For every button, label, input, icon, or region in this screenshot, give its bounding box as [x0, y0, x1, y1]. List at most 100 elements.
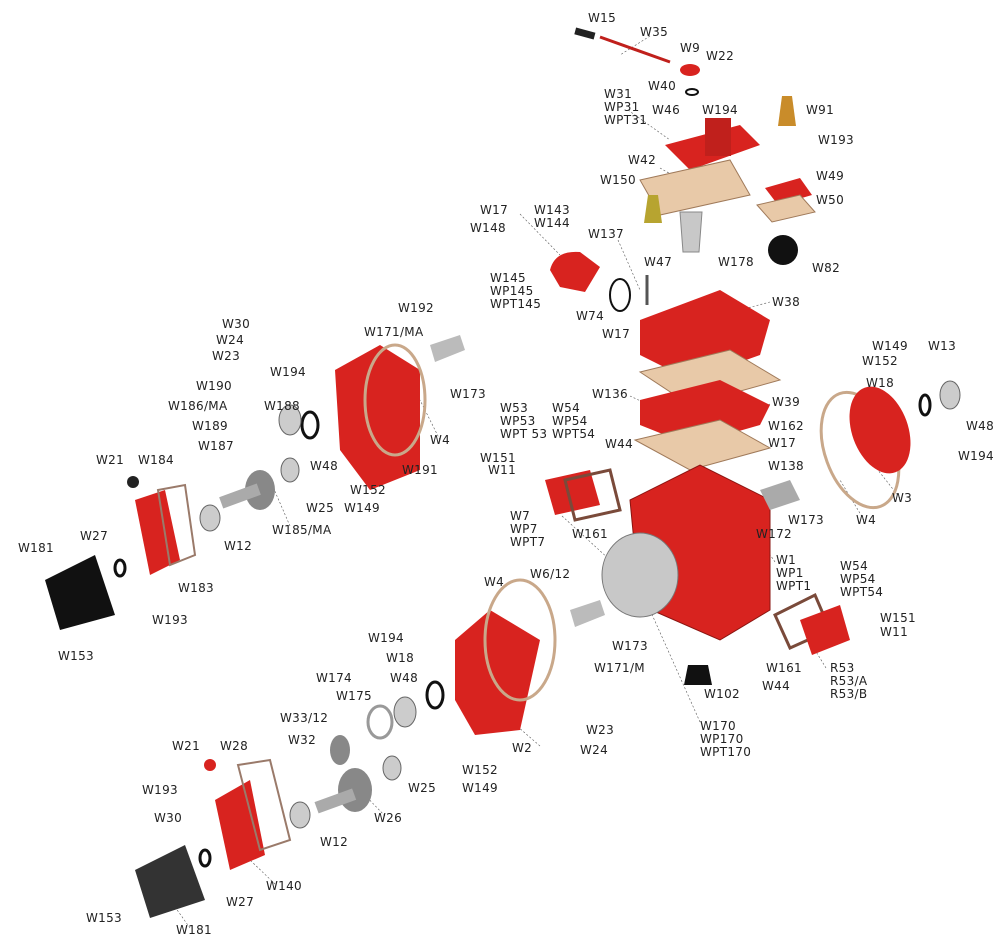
label-w171-ma: W171/MA [364, 325, 424, 339]
label-w149-bottom: W149 [462, 781, 498, 795]
label-w23-left: W23 [212, 349, 241, 363]
label-w161-right: W161 [766, 661, 802, 675]
label-w42: W42 [628, 153, 657, 167]
plug-w21-bottom [204, 759, 216, 771]
bearing-w25-left [280, 457, 300, 483]
fitting-w31 [705, 118, 731, 156]
label-w24-left: W24 [216, 333, 245, 347]
label-w150: W150 [600, 173, 636, 187]
spacer-w174 [366, 704, 394, 740]
label-w54-right: W54 WP54 WPT54 [840, 559, 884, 599]
label-w12-left: W12 [224, 539, 253, 553]
label-w194-left: W194 [270, 365, 306, 379]
label-w137: W137 [588, 227, 624, 241]
bearing-w13 [939, 380, 961, 410]
label-w153-bottom: W153 [86, 911, 122, 925]
label-w185-ma: W185/MA [272, 523, 332, 537]
gasket-w28 [236, 758, 292, 852]
label-w174: W174 [316, 671, 352, 685]
label-w23-bottom: W23 [586, 723, 615, 737]
bearing-w48-bottom [393, 696, 417, 728]
label-w138: W138 [768, 459, 804, 473]
cover-w53 [545, 470, 600, 515]
label-w54-center: W54 WP54 WPT54 [552, 401, 596, 441]
bell-w181-bottom [135, 845, 205, 918]
label-w32: W32 [288, 733, 317, 747]
gasket-w184 [156, 483, 197, 567]
label-w186-ma: W186/MA [168, 399, 228, 413]
label-w44-center: W44 [605, 437, 634, 451]
label-w161-center: W161 [572, 527, 608, 541]
label-w25-left: W25 [306, 501, 335, 515]
label-w7: W7 WP7 WPT7 [510, 509, 546, 549]
shaft-w26 [314, 788, 357, 814]
label-w50: W50 [816, 193, 845, 207]
label-w44-right: W44 [762, 679, 791, 693]
label-w190: W190 [196, 379, 232, 393]
label-w11-right: W11 [880, 625, 909, 639]
plate-w136 [640, 380, 770, 445]
label-w194-top: W194 [702, 103, 738, 117]
label-w170: W170 WP170 WPT170 [700, 719, 752, 759]
valve-w91 [778, 96, 796, 126]
label-w194-right: W194 [958, 449, 994, 463]
label-w175: W175 [336, 689, 372, 703]
label-w181-left: W181 [18, 541, 54, 555]
label-w192: W192 [398, 301, 434, 315]
label-w26: W26 [374, 811, 403, 825]
gear-w185-ma [245, 470, 275, 510]
label-r53: R53 R53/A R53/B [830, 661, 868, 701]
bearing-w12-left [199, 504, 221, 532]
label-w9: W9 [680, 41, 701, 55]
pin-w15 [574, 27, 596, 40]
label-w162: W162 [768, 419, 804, 433]
label-w38: W38 [772, 295, 801, 309]
label-w48-left: W48 [310, 459, 339, 473]
label-w172: W172 [756, 527, 792, 541]
plug-w21-left [127, 476, 139, 488]
gear-w26 [338, 768, 372, 812]
shaft-w171-ma [430, 335, 465, 362]
valve-w150 [644, 195, 662, 223]
shaft-w172 [760, 480, 800, 510]
label-w173-center: W173 [788, 513, 824, 527]
label-w31: W31 WP31 WPT31 [604, 87, 648, 127]
label-w1: W1 WP1 WPT1 [776, 553, 812, 593]
label-w22: W22 [706, 49, 735, 63]
label-w188: W188 [264, 399, 300, 413]
label-w102: W102 [704, 687, 740, 701]
label-w17-top: W17 [480, 203, 509, 217]
oring-w40 [685, 88, 699, 96]
label-w48-bottom: W48 [390, 671, 419, 685]
label-w39: W39 [772, 395, 801, 409]
label-w17-mid: W17 [602, 327, 631, 341]
gasket-w4-left [363, 343, 427, 457]
label-w25-bottom: W25 [408, 781, 437, 795]
label-w152-bottom: W152 [462, 763, 498, 777]
label-w40: W40 [648, 79, 677, 93]
label-w2: W2 [512, 741, 533, 755]
label-w193-bottom: W193 [142, 783, 178, 797]
label-w153-left: W153 [58, 649, 94, 663]
label-w24-bottom: W24 [580, 743, 609, 757]
label-w12-bottom: W12 [320, 835, 349, 849]
gasket-w54 [563, 468, 622, 522]
oring-w18-right [918, 393, 932, 417]
label-w27-bottom: W27 [226, 895, 255, 909]
label-w6-12: W6/12 [530, 567, 571, 581]
rod-w35 [599, 35, 671, 64]
label-w181-bottom: W181 [176, 923, 212, 937]
gasket-w4-bottom [483, 578, 557, 702]
label-w191: W191 [402, 463, 438, 477]
rotor-w7 [601, 532, 679, 618]
label-w151-center: W151 [480, 451, 516, 465]
filter-w47 [679, 211, 703, 253]
bearing-w48-left [278, 404, 302, 436]
label-w28: W28 [220, 739, 249, 753]
label-w152-left: W152 [350, 483, 386, 497]
label-w74: W74 [576, 309, 605, 323]
cap-w102 [684, 665, 712, 685]
gasket-w50 [756, 194, 816, 223]
label-w11-center: W11 [488, 463, 517, 477]
